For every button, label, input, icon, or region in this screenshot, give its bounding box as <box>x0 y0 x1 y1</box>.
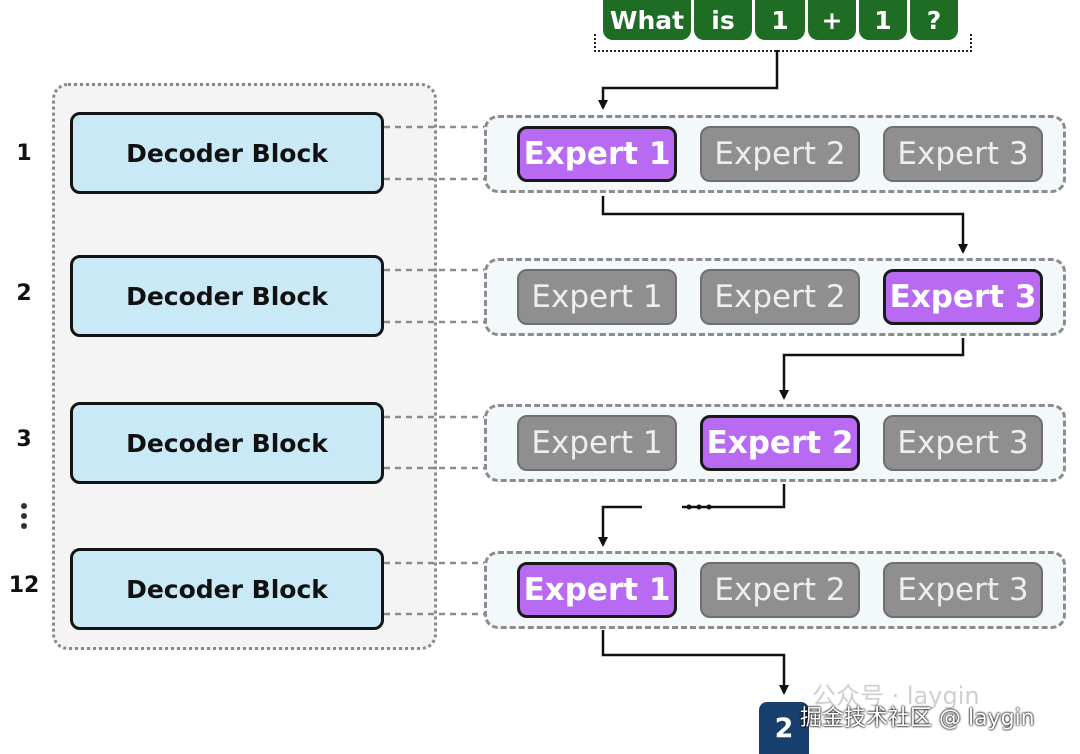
expert-3: Expert 3 <box>883 415 1043 471</box>
decoder-block-3: Decoder Block <box>70 402 384 484</box>
decoder-block-2: Decoder Block <box>70 255 384 337</box>
expert-3: Expert 3 <box>883 126 1043 182</box>
expert-row-layer-12: Expert 1 Expert 2 Expert 3 <box>484 551 1066 629</box>
layer-number-12: 12 <box>8 573 40 598</box>
token-one-a: 1 <box>755 0 805 40</box>
watermark: 掘金技术社区 @ laygin <box>800 706 1035 731</box>
expert-1: Expert 1 <box>517 415 677 471</box>
expert-1-active: Expert 1 <box>517 562 677 618</box>
expert-row-layer-2: Expert 1 Expert 2 Expert 3 <box>484 258 1066 336</box>
output-token: 2 <box>759 702 809 754</box>
layer-number-2: 2 <box>16 281 32 306</box>
watermark-faint: 公众号 · laygin <box>812 682 980 710</box>
expert-3: Expert 3 <box>883 562 1043 618</box>
token-one-b: 1 <box>859 0 907 40</box>
expert-1-active: Expert 1 <box>517 126 677 182</box>
layer-number-3: 3 <box>16 427 32 452</box>
expert-2-active: Expert 2 <box>700 415 860 471</box>
expert-3-active: Expert 3 <box>883 269 1043 325</box>
expert-2: Expert 2 <box>700 269 860 325</box>
expert-row-layer-3: Expert 1 Expert 2 Expert 3 <box>484 404 1066 482</box>
expert-1: Expert 1 <box>517 269 677 325</box>
token-bracket <box>594 34 972 52</box>
decoder-block-12: Decoder Block <box>70 548 384 630</box>
vertical-ellipsis-icon <box>18 500 30 530</box>
token-question: ? <box>910 0 958 40</box>
expert-2: Expert 2 <box>700 126 860 182</box>
token-what: What <box>603 0 691 40</box>
decoder-block-1: Decoder Block <box>70 112 384 194</box>
layer-number-1: 1 <box>16 141 32 166</box>
expert-row-layer-1: Expert 1 Expert 2 Expert 3 <box>484 115 1066 193</box>
expert-2: Expert 2 <box>700 562 860 618</box>
token-is: is <box>694 0 752 40</box>
token-plus: + <box>808 0 856 40</box>
